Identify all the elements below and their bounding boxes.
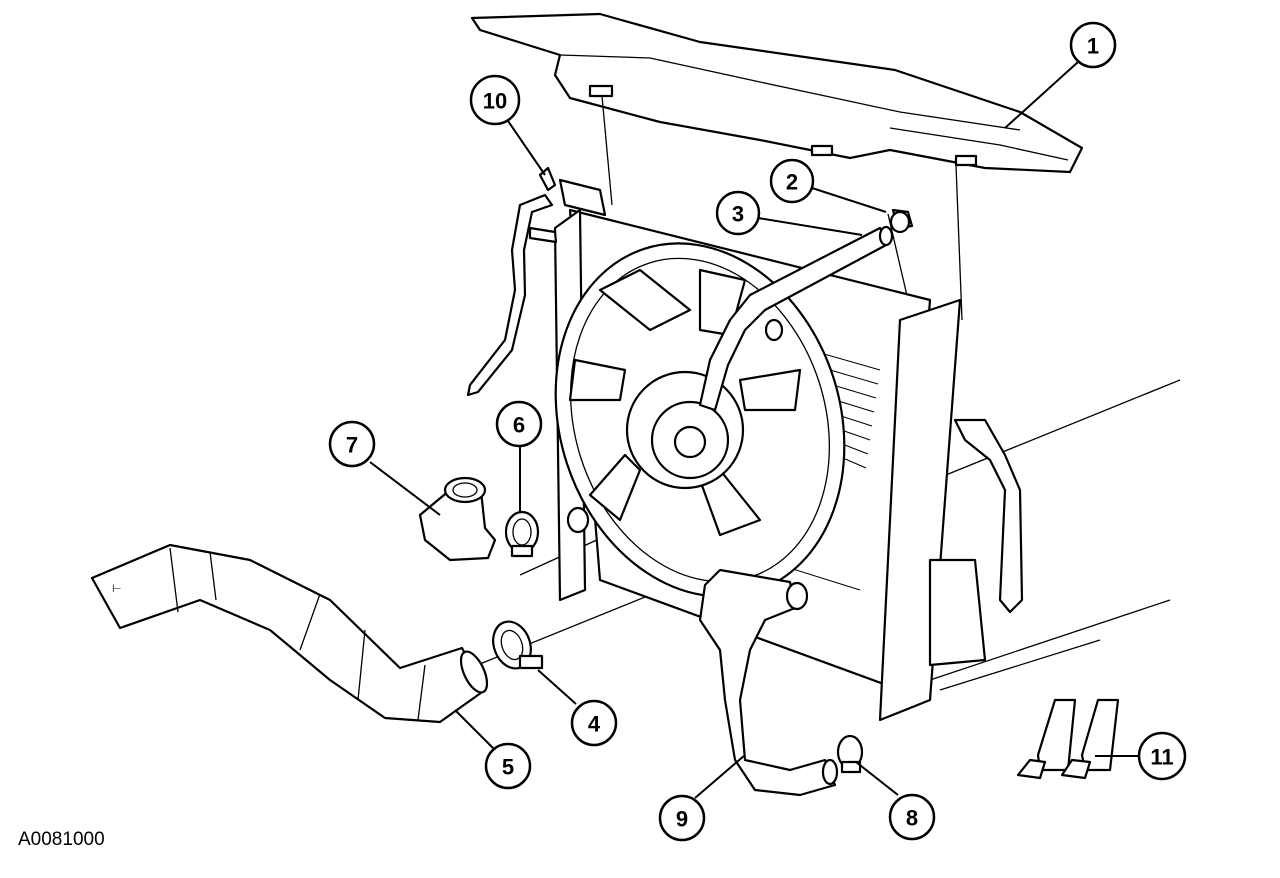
part-overflow-hose [466,166,607,397]
callout-4: 4 [570,699,618,747]
figure-id-label: A0081000 [18,829,105,850]
svg-text:2: 2 [786,170,798,195]
svg-text:10: 10 [483,89,507,114]
radiator-inlet-port [566,506,590,534]
callout-8: 8 [888,793,936,841]
callouts: 1 2 3 4 5 6 7 8 [328,21,1187,842]
svg-text:1: 1 [1087,34,1099,59]
part-lower-radiator-hose: ⊢ [90,543,489,724]
svg-text:4: 4 [588,712,601,737]
part-hose-clamp-8 [836,734,864,774]
callout-10: 10 [469,74,521,126]
part-hose-clamp-4 [492,620,544,670]
svg-text:8: 8 [906,806,918,831]
part-cooler-lines [928,418,1024,667]
part-upper-radiator-hose [698,225,894,412]
callout-7: 7 [328,420,376,468]
leader-lines [369,61,1138,799]
svg-text:3: 3 [732,202,744,227]
callout-6: 6 [495,400,543,448]
svg-text:11: 11 [1150,745,1173,770]
callout-3: 3 [715,190,761,236]
svg-text:5: 5 [502,755,514,780]
callout-11: 11 [1137,731,1187,781]
part-hose-clamp-upper [889,208,914,234]
part-hose-clamp-6 [504,510,540,558]
callout-2: 2 [769,158,815,204]
part-bypass-hose [698,568,839,797]
callout-9: 9 [658,794,706,842]
hose-marking: ⊢ [112,583,122,595]
fan-blades [568,268,802,537]
svg-text:9: 9 [676,807,688,832]
svg-text:6: 6 [513,413,525,438]
callout-1: 1 [1069,21,1117,69]
part-studs [1016,698,1120,780]
callout-5: 5 [484,742,532,790]
part-radiator-cover [470,12,1084,174]
svg-text:7: 7 [346,433,358,458]
part-thermostat-housing [418,476,497,562]
